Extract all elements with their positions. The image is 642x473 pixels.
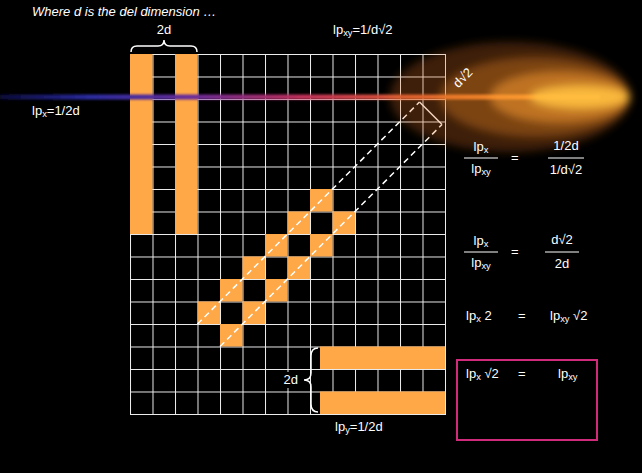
equation-term: lpxy xyxy=(471,161,490,179)
subscript: x xyxy=(476,314,481,324)
text-part: 2 xyxy=(481,308,492,323)
text-part: lp xyxy=(558,366,568,381)
fraction-bar xyxy=(464,252,498,253)
diagonal-cell xyxy=(243,302,266,325)
length-label: lpxy=1/d√2 xyxy=(333,22,393,40)
text-part: =1/d√2 xyxy=(352,22,392,37)
subscript: xy xyxy=(343,28,352,38)
diagonal-cell xyxy=(220,279,243,302)
dimension-label: d√2 xyxy=(450,65,476,91)
horizontal-bar xyxy=(320,347,445,370)
text-part: lp xyxy=(333,22,343,37)
text-part: lp xyxy=(471,255,481,270)
equation-term: d√2 xyxy=(551,232,573,248)
equals-sign: = xyxy=(511,150,519,166)
equals-sign: = xyxy=(518,366,526,382)
brace xyxy=(304,348,318,412)
equation-term: lpxy xyxy=(558,366,577,384)
equation-term: 1/d√2 xyxy=(550,162,582,178)
subscript: xy xyxy=(560,314,569,324)
glow-core xyxy=(530,85,630,109)
subscript: xy xyxy=(568,372,577,382)
text-part: √2 xyxy=(481,366,499,381)
vertical-bar xyxy=(130,54,153,234)
text-part: lp xyxy=(550,308,560,323)
dimension-label: 2d xyxy=(282,372,300,388)
equation-term: lpx xyxy=(474,233,489,251)
text-part: =1/2d xyxy=(47,103,80,118)
equals-sign: = xyxy=(511,244,519,260)
equation-term: lpx 2 xyxy=(466,308,492,326)
length-label: lpx=1/2d xyxy=(32,103,80,121)
dashed-diagonal xyxy=(220,125,442,347)
glow-ring xyxy=(390,42,630,152)
subscript: x xyxy=(476,372,481,382)
equation-term: 2d xyxy=(555,256,569,272)
equals-sign: = xyxy=(518,308,526,324)
subscript: x xyxy=(484,145,489,155)
text-part: √2 xyxy=(569,308,587,323)
title-note: Where d is the del dimension … xyxy=(32,4,216,20)
subscript: xy xyxy=(481,167,490,177)
length-label: lpy=1/2d xyxy=(335,419,383,437)
text-part: lp xyxy=(466,308,476,323)
text-part: lp xyxy=(335,419,345,434)
brace xyxy=(131,40,197,52)
subscript: y xyxy=(345,425,350,435)
subscript: xy xyxy=(481,261,490,271)
text-part: lp xyxy=(474,139,484,154)
equation-term: lpxy xyxy=(471,255,490,273)
fraction-bar xyxy=(548,158,584,159)
result-box xyxy=(457,360,597,440)
text-part: =1/2d xyxy=(350,419,383,434)
text-part: lp xyxy=(32,103,42,118)
glow-ring xyxy=(490,71,630,123)
equation-term: lpxy √2 xyxy=(550,308,587,326)
beam-glow xyxy=(390,42,630,152)
dimension-label: 2d xyxy=(157,22,171,38)
horizontal-bar xyxy=(320,392,445,415)
text-part: lp xyxy=(474,233,484,248)
text-part: lp xyxy=(471,161,481,176)
subscript: x xyxy=(484,239,489,249)
fraction-bar xyxy=(545,252,579,253)
vertical-bar xyxy=(175,54,198,234)
glow-ring xyxy=(440,57,630,137)
fraction-bar xyxy=(464,158,498,159)
subscript: x xyxy=(42,109,47,119)
equation-term: lpx √2 xyxy=(466,366,499,384)
equation-term: 1/2d xyxy=(553,138,578,154)
text-part: lp xyxy=(466,366,476,381)
fraction-bars xyxy=(464,158,584,252)
dashed-diagonal xyxy=(198,102,420,324)
equation-term: lpx xyxy=(474,139,489,157)
